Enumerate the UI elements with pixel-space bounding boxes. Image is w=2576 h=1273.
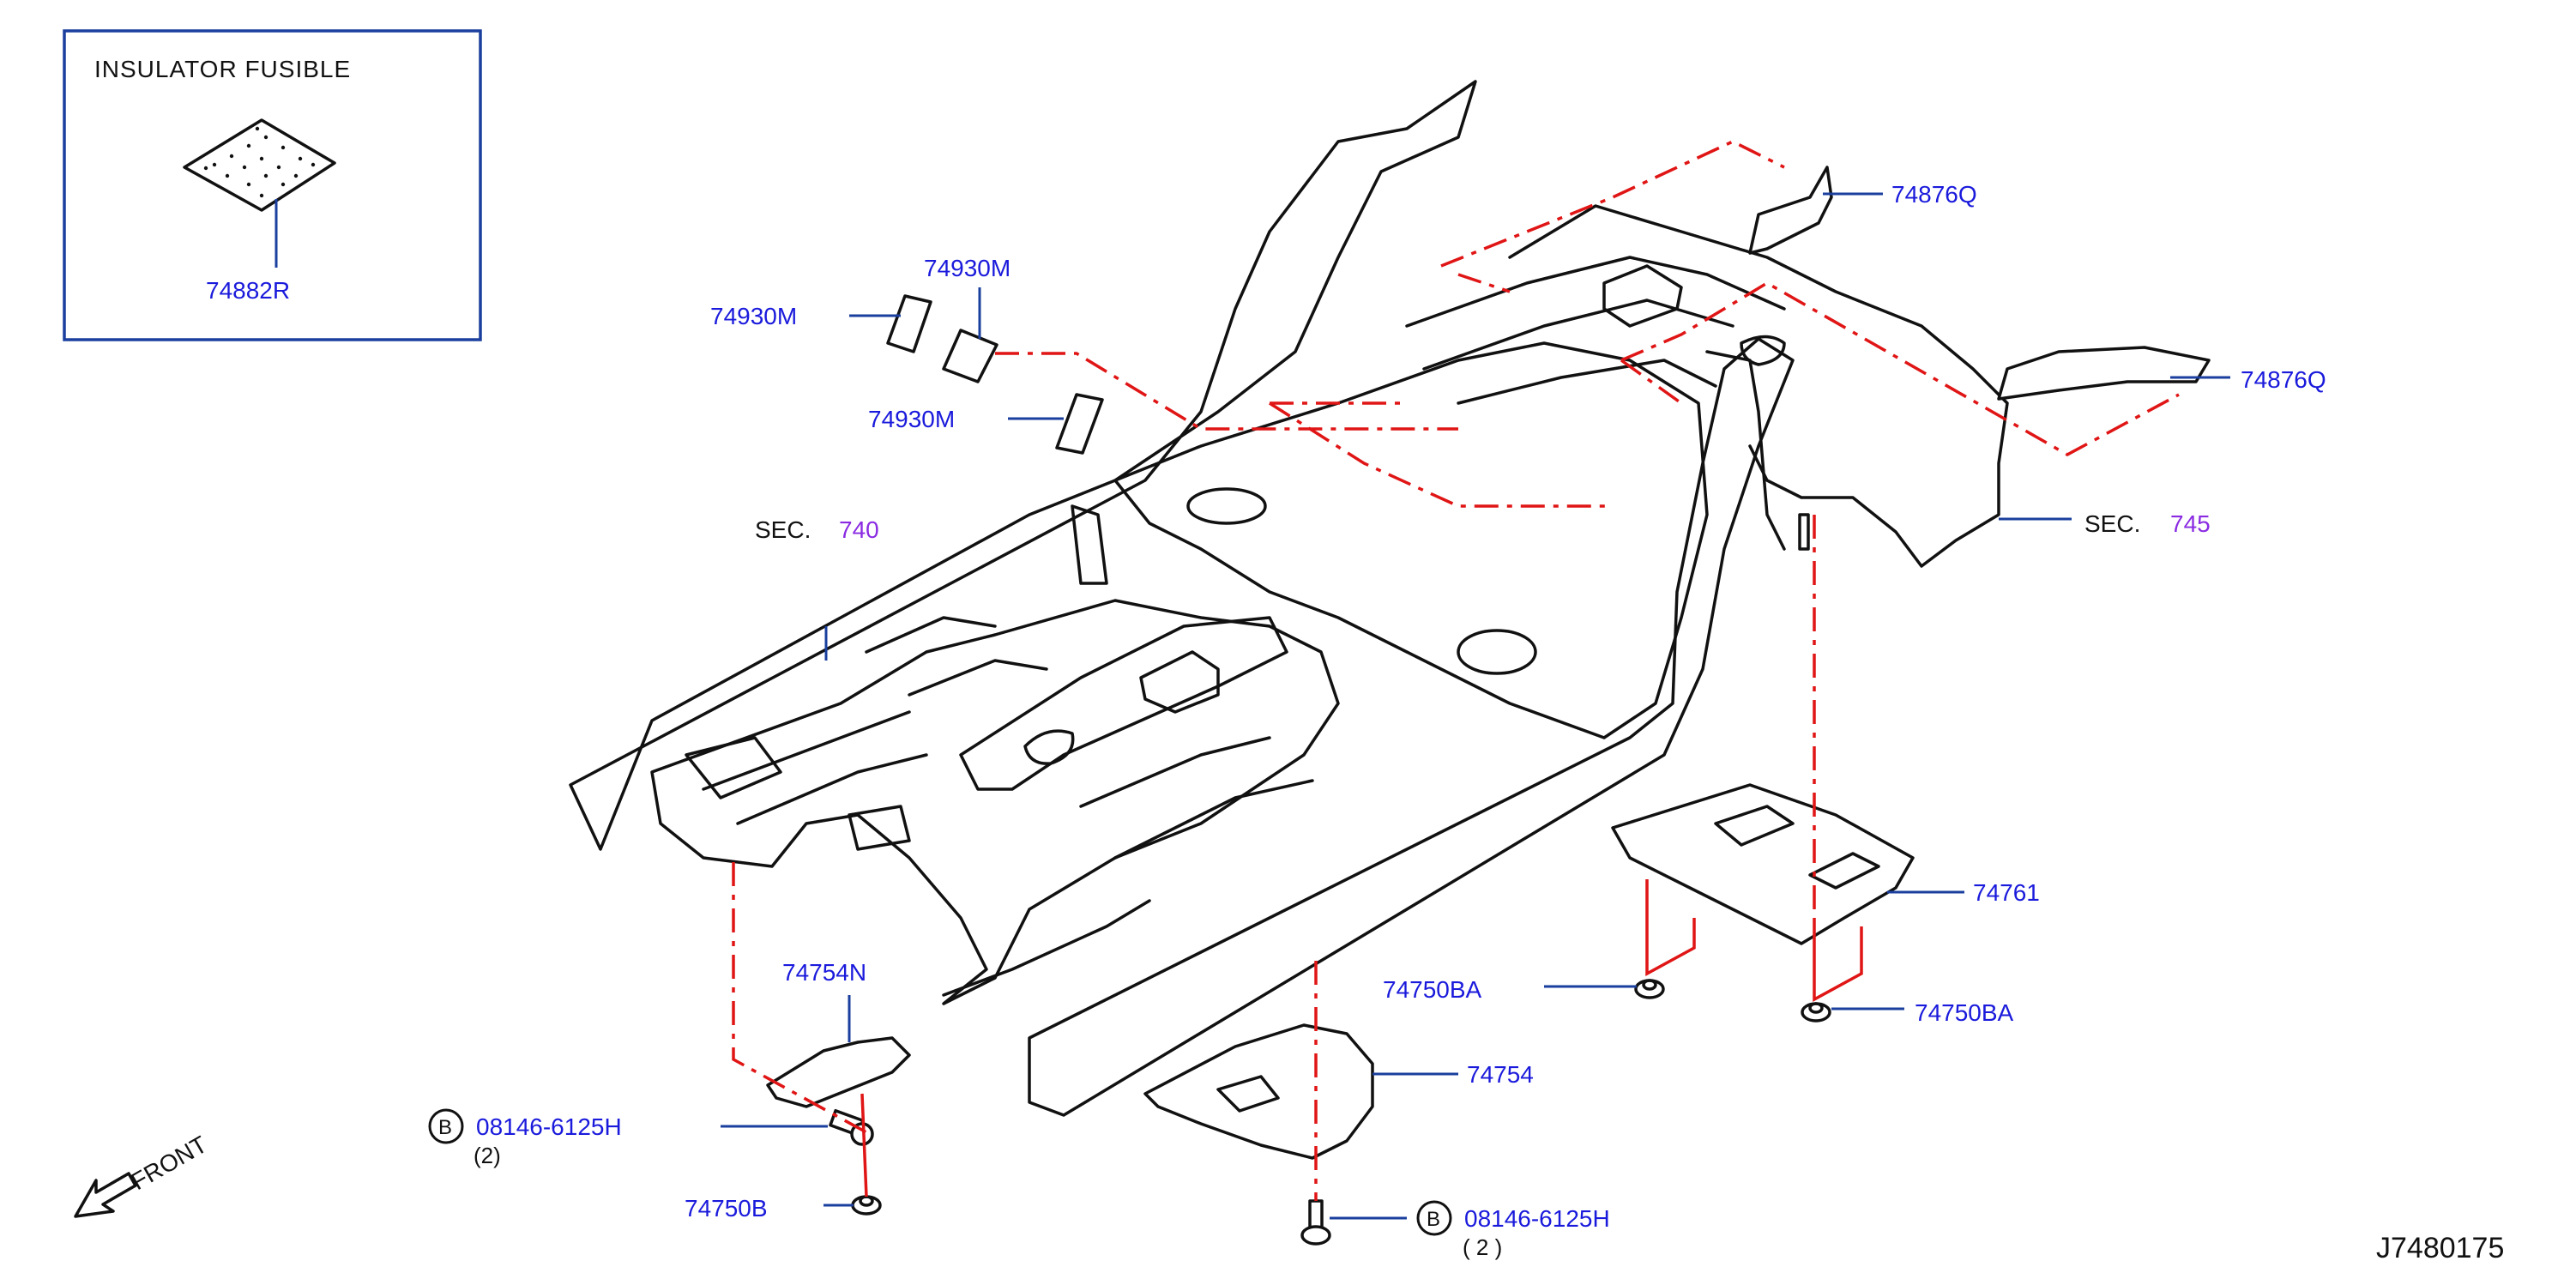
cover-74761-recess — [1714, 805, 1795, 847]
dash-lower-bracket — [1071, 504, 1108, 585]
rear-crossmember-1 — [1405, 256, 1786, 328]
front-floor-rib-6 — [1113, 779, 1314, 860]
right-rocker-sill — [1028, 337, 1795, 1117]
clip-74750b[interactable] — [851, 1195, 882, 1216]
section-ref-right-number[interactable]: 745 — [2170, 510, 2211, 537]
circled-b-icon: B — [1416, 1200, 1452, 1236]
front-direction-label: FRONT — [127, 1131, 212, 1195]
tunnel-hole — [1023, 729, 1075, 765]
spare-tire-well — [1740, 335, 1786, 366]
label-74754n[interactable]: 74754N — [782, 959, 866, 986]
insulator-74876q-a[interactable] — [1748, 166, 1833, 255]
pad-74930m-a[interactable] — [886, 294, 932, 353]
leader-lines — [721, 192, 2230, 1220]
front-arrow-icon — [74, 1172, 137, 1218]
label-bolt-a[interactable]: 08146-6125H — [476, 1113, 622, 1140]
toe-board — [942, 899, 1151, 997]
center-tunnel — [959, 616, 1288, 791]
rear-floor-hole-left — [1186, 487, 1267, 525]
rear-crossmember-2 — [1422, 299, 1734, 371]
bolt-marker-b: B — [1427, 1208, 1440, 1231]
bracket-74754n[interactable] — [766, 1036, 911, 1108]
front-floor-rib-2 — [736, 753, 928, 825]
label-74930m-b[interactable]: 74930M — [924, 255, 1010, 281]
inset-panel: INSULATOR FUSIBLE 74882R — [63, 29, 482, 341]
label-74750b[interactable]: 74750B — [685, 1195, 768, 1222]
front-floor-rib-3 — [865, 616, 997, 654]
qty-bolt-a: (2) — [474, 1143, 501, 1168]
floor-panel-assembly — [569, 80, 2009, 1117]
front-floor-rib-5 — [1079, 736, 1271, 808]
fusible-insulator-icon — [183, 118, 336, 212]
circled-b-icon: B — [428, 1108, 464, 1144]
tunnel-bracket — [1139, 650, 1220, 714]
clip-74750ba-b[interactable] — [1801, 1002, 1831, 1023]
section-ref-left-prefix: SEC. — [755, 516, 811, 543]
bolt-08146-b[interactable] — [1300, 1199, 1331, 1246]
front-seat-mount-right — [848, 805, 911, 851]
rear-crossmember-3 — [1457, 359, 1717, 405]
section-ref-left-number[interactable]: 740 — [839, 516, 879, 543]
left-rocker-sill — [569, 80, 1477, 851]
insulator-74876q-b[interactable] — [1997, 346, 2211, 401]
label-74930m-a[interactable]: 74930M — [710, 303, 797, 329]
label-bolt-b[interactable]: 08146-6125H — [1464, 1205, 1610, 1232]
rear-side-member — [1705, 350, 1786, 551]
reference-lines — [732, 140, 2180, 1201]
front-floor-rib-1 — [702, 710, 911, 791]
label-74750ba-b[interactable]: 74750BA — [1915, 999, 2014, 1026]
label-74930m-c[interactable]: 74930M — [868, 406, 955, 432]
label-74876q-a[interactable]: 74876Q — [1891, 181, 1977, 208]
rear-wheelhouse-panel — [1508, 204, 2009, 568]
label-74750ba-a[interactable]: 74750BA — [1383, 976, 1482, 1003]
pad-74930m-c[interactable] — [1055, 393, 1104, 455]
pad-74930m-b[interactable] — [942, 329, 998, 383]
front-floor-rib-4 — [908, 659, 1048, 697]
label-74876q-b[interactable]: 74876Q — [2241, 366, 2326, 393]
section-ref-right-prefix: SEC. — [2084, 510, 2140, 537]
inset-border — [63, 29, 482, 341]
trunk-floor-bracket — [1602, 264, 1683, 328]
cover-74761-rib — [1808, 852, 1880, 890]
inset-title: INSULATOR FUSIBLE — [94, 56, 351, 82]
rear-floor-pan — [1113, 341, 1709, 739]
cover-74761[interactable] — [1611, 783, 1915, 945]
front-seat-mount-left — [685, 736, 782, 799]
diagram-code: J7480175 — [2376, 1232, 2504, 1264]
cover-74754-boss — [1216, 1075, 1280, 1113]
label-74754[interactable]: 74754 — [1467, 1061, 1534, 1088]
rear-floor-stud — [1798, 513, 1810, 551]
qty-bolt-b: ( 2 ) — [1463, 1234, 1502, 1260]
rear-floor-hole-right — [1457, 629, 1537, 675]
clip-74750ba-a[interactable] — [1634, 979, 1665, 999]
label-74761[interactable]: 74761 — [1973, 879, 2040, 906]
label-74882r[interactable]: 74882R — [206, 277, 290, 304]
bolt-marker-a: B — [438, 1116, 452, 1139]
